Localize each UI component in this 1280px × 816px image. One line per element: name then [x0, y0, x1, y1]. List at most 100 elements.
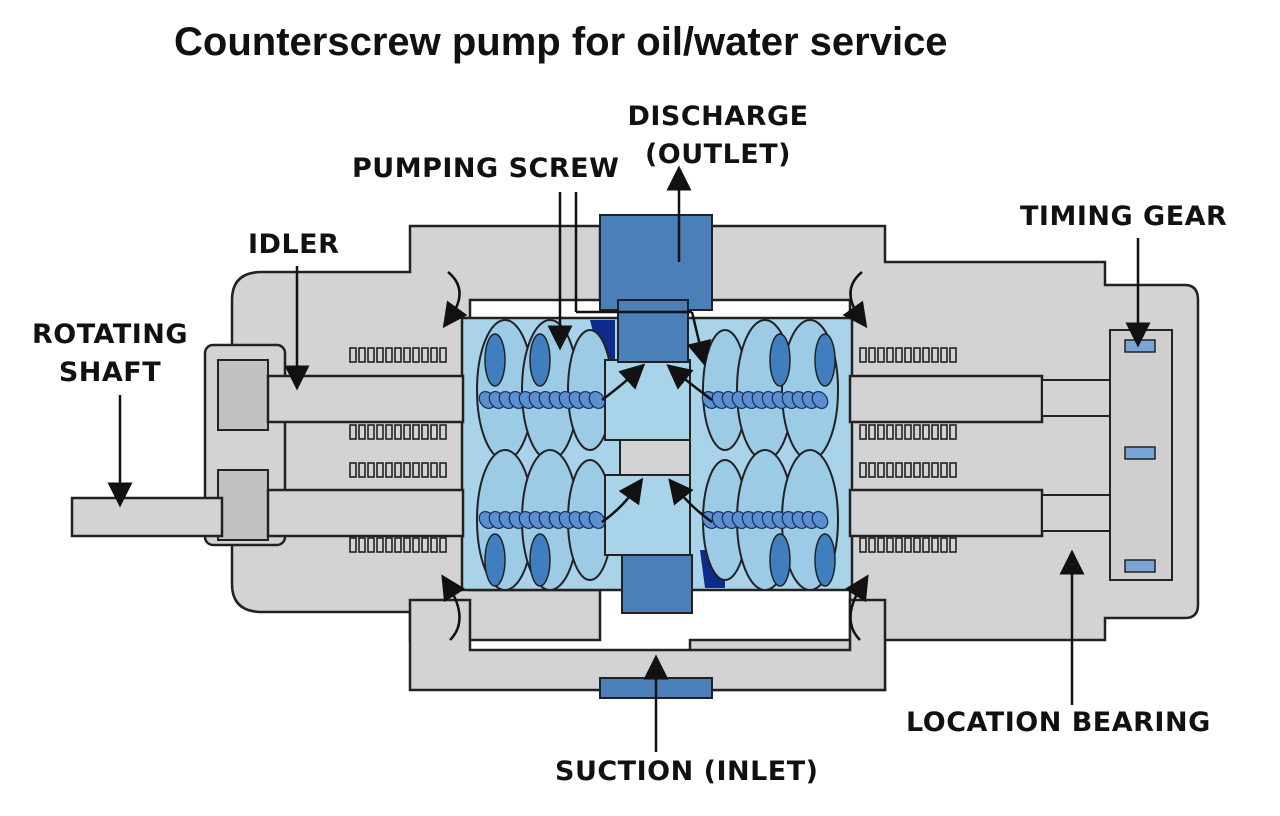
rotating-shaft-label-line1: ROTATING — [31, 319, 189, 350]
spring-coil — [904, 462, 912, 478]
left-bearing-box — [217, 359, 269, 431]
discharge-label-line2: (OUTLET) — [644, 139, 792, 170]
rotating-shaft-external — [70, 496, 224, 538]
spring-coil — [877, 424, 885, 440]
center-block-bottom — [604, 474, 691, 556]
spring-coil — [430, 462, 438, 478]
spring-coil — [940, 462, 948, 478]
spring-coil — [412, 537, 420, 553]
spring-coil — [385, 537, 393, 553]
spring-coil — [904, 347, 912, 363]
discharge-port — [599, 214, 713, 311]
center-block-mid — [619, 439, 691, 476]
flow-arrows — [441, 271, 869, 641]
spring-coil — [868, 424, 876, 440]
spring-coil — [403, 424, 411, 440]
spring-coil — [922, 347, 930, 363]
spring-coil — [367, 537, 375, 553]
spring-coil — [949, 424, 957, 440]
spring-coil — [886, 424, 894, 440]
left-bearing-box-lower — [217, 469, 269, 541]
spring-coil — [394, 347, 402, 363]
right-shaft-lower — [848, 488, 1044, 538]
discharge-label: DISCHARGE (OUTLET) — [622, 98, 814, 174]
spring-coil — [949, 462, 957, 478]
spring-coil — [349, 424, 357, 440]
spring-coil — [859, 424, 867, 440]
spring-coil — [376, 462, 384, 478]
spring-coil — [913, 537, 921, 553]
spring-coil — [439, 424, 447, 440]
spring-coil — [430, 424, 438, 440]
spring-coil — [376, 537, 384, 553]
spring-coil — [931, 462, 939, 478]
screw-thread — [811, 511, 829, 529]
idler-label: IDLER — [248, 229, 340, 260]
timing-gear-label: TIMING GEAR — [1020, 201, 1228, 232]
spring-coil — [940, 537, 948, 553]
spring-coil — [913, 462, 921, 478]
spring-coil — [949, 347, 957, 363]
spring-coil — [868, 537, 876, 553]
spring-coil — [895, 462, 903, 478]
spring-coil — [904, 537, 912, 553]
rotating-shaft-label-line2: SHAFT — [58, 357, 162, 388]
spring-coil — [877, 462, 885, 478]
spring-coil — [922, 462, 930, 478]
seal-springs — [349, 347, 957, 553]
spring-coil — [349, 347, 357, 363]
spring-coil — [376, 424, 384, 440]
pumping-screw-label: PUMPING SCREW — [352, 153, 620, 184]
drive-shaft-lower — [266, 488, 465, 538]
spring-coil — [430, 347, 438, 363]
spring-coil — [421, 424, 429, 440]
spring-coil — [439, 462, 447, 478]
spring-coil — [940, 424, 948, 440]
spring-coil — [922, 537, 930, 553]
left-screw-shadows — [484, 333, 551, 587]
spring-coil — [421, 462, 429, 478]
spring-coil — [940, 347, 948, 363]
spring-coil — [877, 537, 885, 553]
spring-coil — [439, 537, 447, 553]
spring-coil — [931, 537, 939, 553]
location-bearing-label: LOCATION BEARING — [906, 707, 1211, 738]
spring-coil — [859, 537, 867, 553]
spring-coil — [886, 462, 894, 478]
spring-coil — [412, 347, 420, 363]
spring-coil — [868, 462, 876, 478]
spring-coil — [358, 462, 366, 478]
spring-coil — [931, 347, 939, 363]
spring-coil — [349, 462, 357, 478]
spring-coil — [895, 424, 903, 440]
discharge-label-line1: DISCHARGE — [627, 101, 809, 132]
spring-coil — [358, 537, 366, 553]
spring-coil — [403, 462, 411, 478]
spring-coil — [394, 462, 402, 478]
spring-coil — [421, 347, 429, 363]
spring-coil — [886, 537, 894, 553]
timing-gear-tooth-3 — [1124, 559, 1156, 573]
spring-coil — [403, 347, 411, 363]
timing-gear-tooth-1 — [1124, 339, 1156, 353]
screw-thread — [811, 391, 829, 409]
spring-coil — [922, 424, 930, 440]
timing-gear-tooth-2 — [1124, 446, 1156, 460]
leader-lines — [107, 165, 1151, 752]
spring-coil — [349, 537, 357, 553]
spring-coil — [412, 462, 420, 478]
spring-coil — [394, 537, 402, 553]
spring-coil — [904, 424, 912, 440]
spring-coil — [913, 347, 921, 363]
right-shaft-upper — [848, 374, 1044, 424]
spring-coil — [358, 424, 366, 440]
spring-coil — [913, 424, 921, 440]
rotating-shaft-label: ROTATING SHAFT — [22, 316, 198, 392]
spring-coil — [421, 537, 429, 553]
spring-coil — [430, 537, 438, 553]
spring-coil — [412, 424, 420, 440]
spring-coil — [367, 462, 375, 478]
suction-neck — [621, 554, 693, 614]
spring-coil — [385, 347, 393, 363]
spring-coil — [367, 424, 375, 440]
